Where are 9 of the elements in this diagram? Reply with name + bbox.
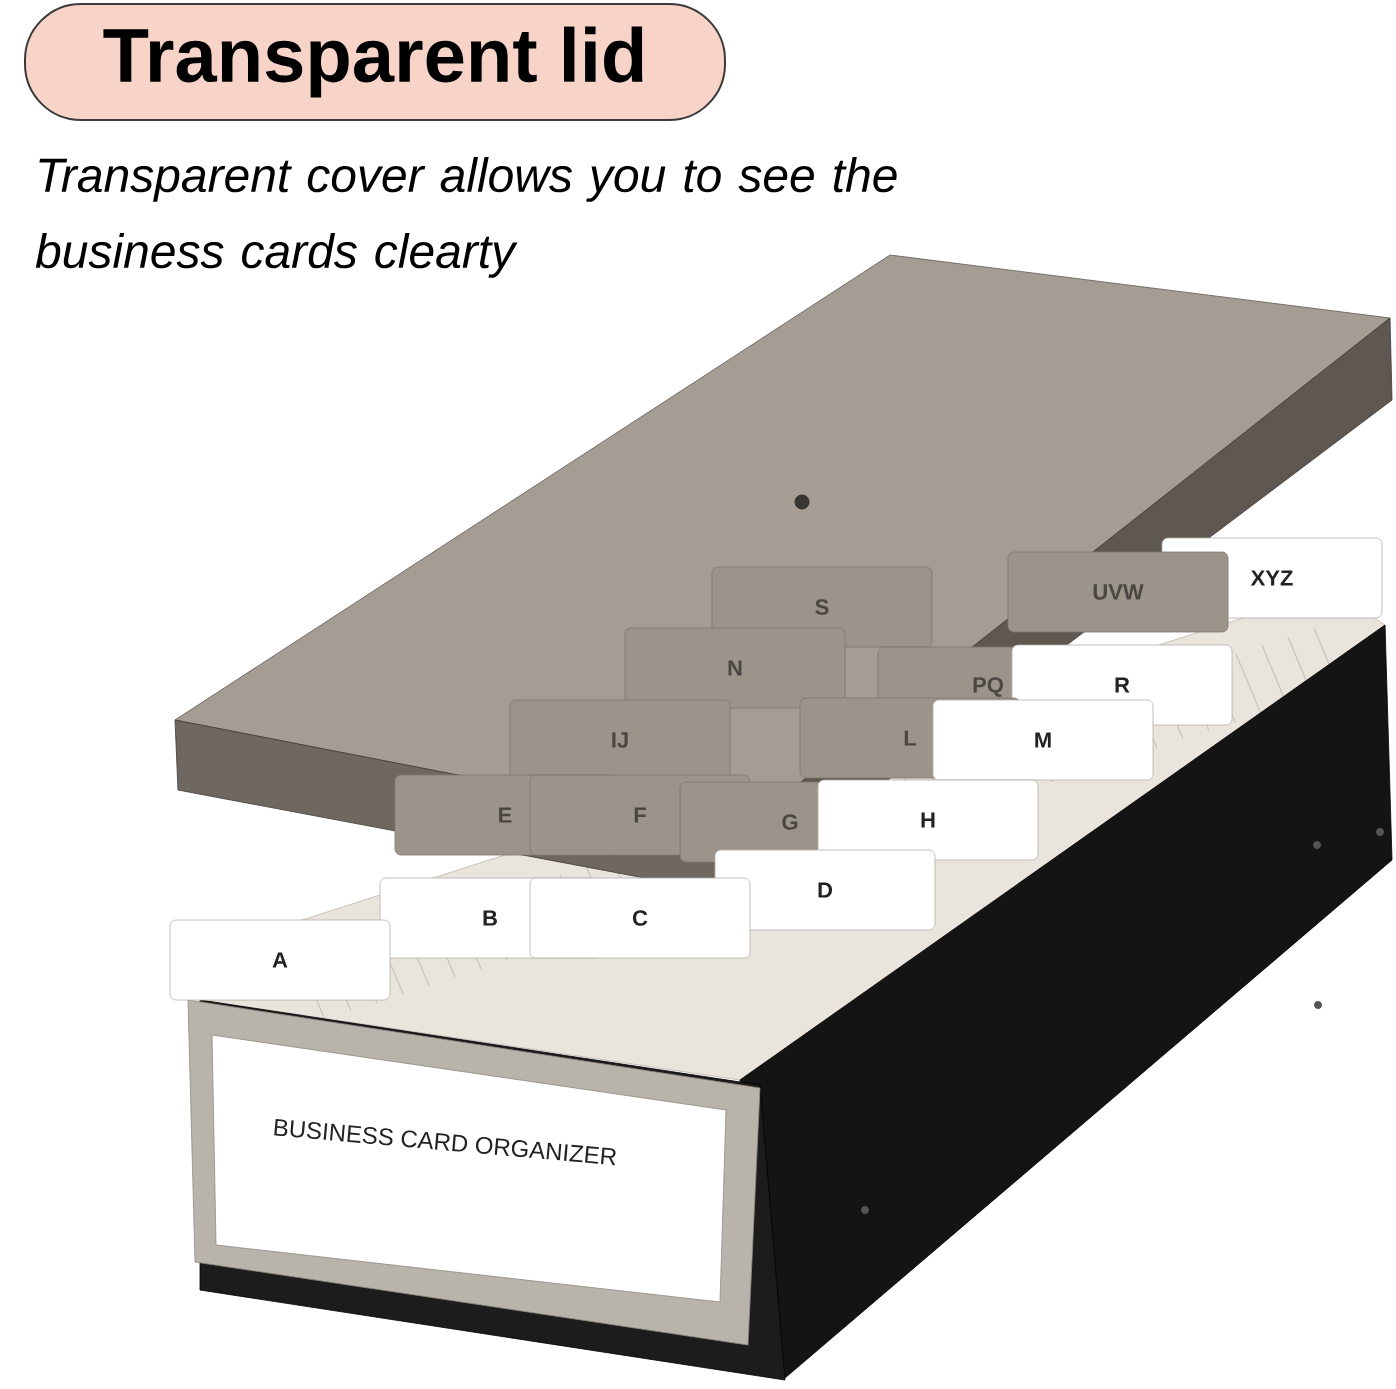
index-tab: M bbox=[932, 699, 1154, 781]
index-tab: A bbox=[169, 919, 391, 1001]
title-pill: Transparent lid bbox=[24, 3, 726, 121]
label-text: BUSINESS CARD ORGANIZER bbox=[274, 1118, 616, 1166]
index-tab: N bbox=[624, 627, 846, 709]
index-tab: UVW bbox=[1007, 551, 1229, 633]
index-tab: C bbox=[529, 877, 751, 959]
index-tab: IJ bbox=[509, 699, 731, 781]
index-tab: H bbox=[817, 779, 1039, 861]
